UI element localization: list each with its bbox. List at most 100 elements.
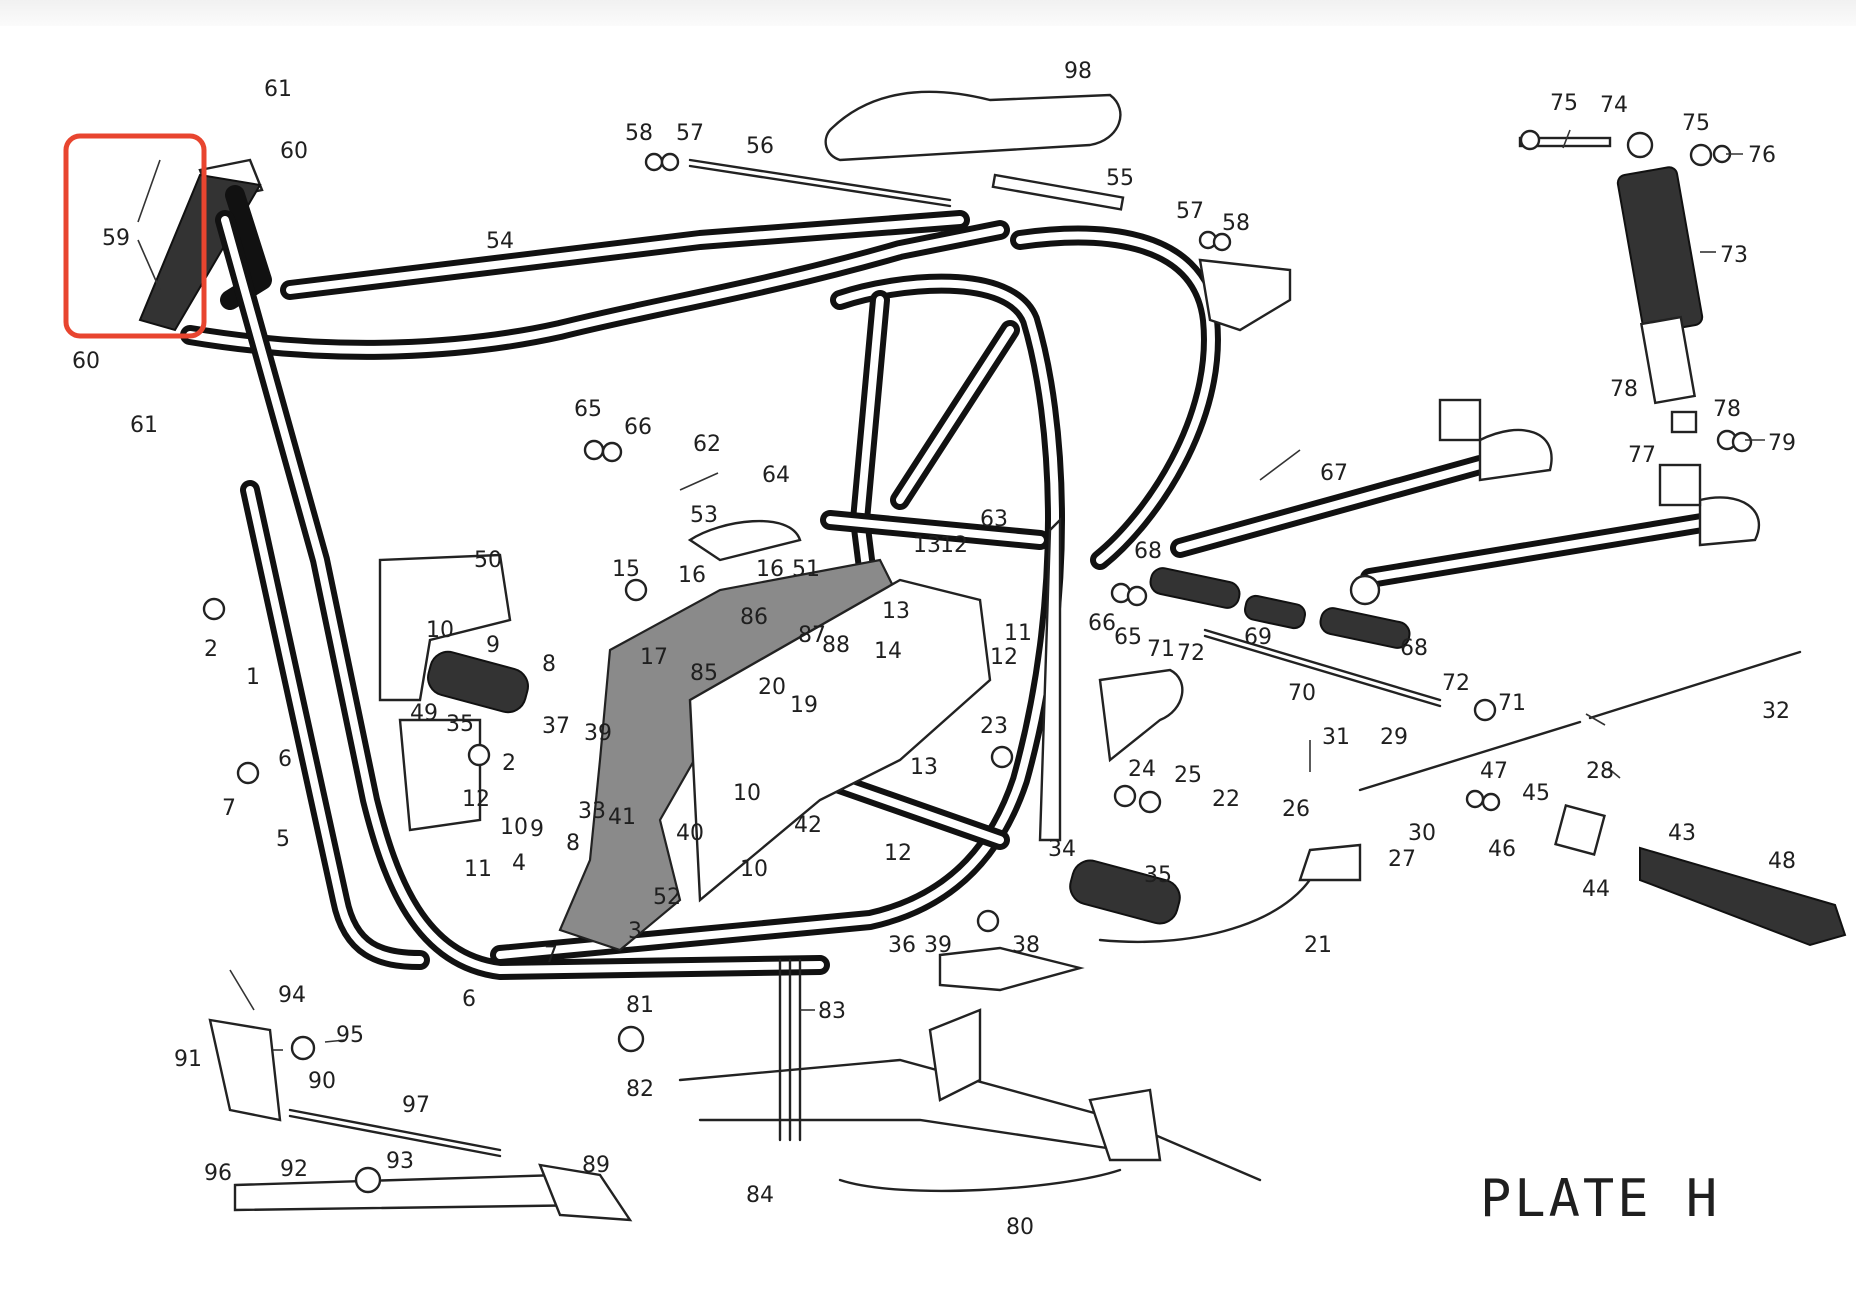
top-edge-band [0,0,1856,26]
label-9: 9 [530,817,544,842]
leader-lines [137,129,1765,1051]
engine-plate-85 [558,558,902,952]
spindle-56 [688,158,952,202]
label-39: 39 [924,933,952,958]
label-65: 65 [574,397,602,422]
label-37: 37 [542,714,570,739]
label-7: 7 [544,943,558,968]
label-20: 20 [758,675,786,700]
rear-plate [1038,517,1062,842]
label-29: 29 [1380,725,1408,750]
seat-98 [824,90,1122,162]
label-41: 41 [608,805,636,830]
label-10: 10 [740,857,768,882]
highlight-box-part-59 [63,133,207,339]
label-11: 11 [464,857,492,882]
label-14: 14 [874,639,902,664]
label-22: 22 [1212,787,1240,812]
label-16: 16 [678,563,706,588]
label-66: 66 [624,415,652,440]
label-26: 26 [1282,797,1310,822]
label-13: 13 [910,755,938,780]
label-12: 12 [990,645,1018,670]
swing-arm-67 [1170,398,1761,606]
rod-28 [1358,720,1582,792]
battery-carrier-50 [378,553,512,702]
bushes-68-69 [1149,567,1411,649]
label-94: 94 [278,983,306,1008]
label-31: 31 [1322,725,1350,750]
spring-97 [288,1108,502,1152]
label-7: 7 [222,796,236,821]
label-85: 85 [690,661,718,686]
label-12: 12 [462,787,490,812]
spring-83 [778,958,802,1142]
label-78: 78 [1713,397,1741,422]
engine-plate-13 [688,578,992,903]
label-76: 76 [1748,143,1776,168]
label-65: 65 [1114,625,1142,650]
label-83: 83 [818,999,846,1024]
label-72: 72 [1442,671,1470,696]
label-64: 64 [762,463,790,488]
label-42: 42 [794,813,822,838]
label-27: 27 [1388,847,1416,872]
label-79: 79 [1768,431,1796,456]
label-60: 60 [72,349,100,374]
label-88: 88 [822,633,850,658]
label-80: 80 [1006,1215,1034,1240]
label-95: 95 [336,1023,364,1048]
plate-title: PLATE H [1480,1169,1720,1229]
loose-parts [137,90,1847,1222]
label-81: 81 [626,993,654,1018]
label-6: 6 [462,987,476,1012]
label-9: 9 [486,633,500,658]
label-11: 11 [1004,621,1032,646]
label-69: 69 [1244,625,1272,650]
label-36: 36 [888,933,916,958]
brake-pedal-pad [938,946,1085,992]
label-67: 67 [1320,461,1348,486]
label-77: 77 [1628,443,1656,468]
label-60: 60 [280,139,308,164]
label-35: 35 [1144,863,1172,888]
main-frame [138,158,1292,980]
footrest-rubber-48 [1639,846,1847,947]
label-61: 61 [264,77,292,102]
label-62: 62 [693,432,721,457]
label-51: 51 [792,557,820,582]
label-82: 82 [626,1077,654,1102]
label-74: 74 [1600,93,1628,118]
label-66: 66 [1088,611,1116,636]
label-3: 3 [628,919,642,944]
label-16: 16 [756,557,784,582]
label-47: 47 [1480,759,1508,784]
label-50: 50 [474,548,502,573]
label-33: 33 [578,799,606,824]
label-35: 35 [446,712,474,737]
label-58: 58 [1222,211,1250,236]
label-10: 10 [426,618,454,643]
label-96: 96 [204,1161,232,1186]
footrest-hanger-44 [1554,804,1606,856]
label-75: 75 [1550,91,1578,116]
label-55: 55 [1106,166,1134,191]
rod-32 [1588,650,1802,720]
label-48: 48 [1768,849,1796,874]
label-12: 12 [884,841,912,866]
label-6: 6 [278,747,292,772]
label-53: 53 [690,503,718,528]
label-43: 43 [1668,821,1696,846]
plate-49 [398,718,482,832]
part-labels: 61 60 59 60 61 54 98 58 57 56 55 57 58 7… [72,59,1796,1240]
label-57: 57 [676,121,704,146]
label-90: 90 [308,1069,336,1094]
label-72: 72 [1177,641,1205,666]
label-68: 68 [1134,539,1162,564]
label-40: 40 [676,821,704,846]
label-21: 21 [1304,933,1332,958]
label-54: 54 [486,229,514,254]
footrest-left [427,650,529,714]
label-71: 71 [1147,637,1175,662]
label-87: 87 [798,623,826,648]
